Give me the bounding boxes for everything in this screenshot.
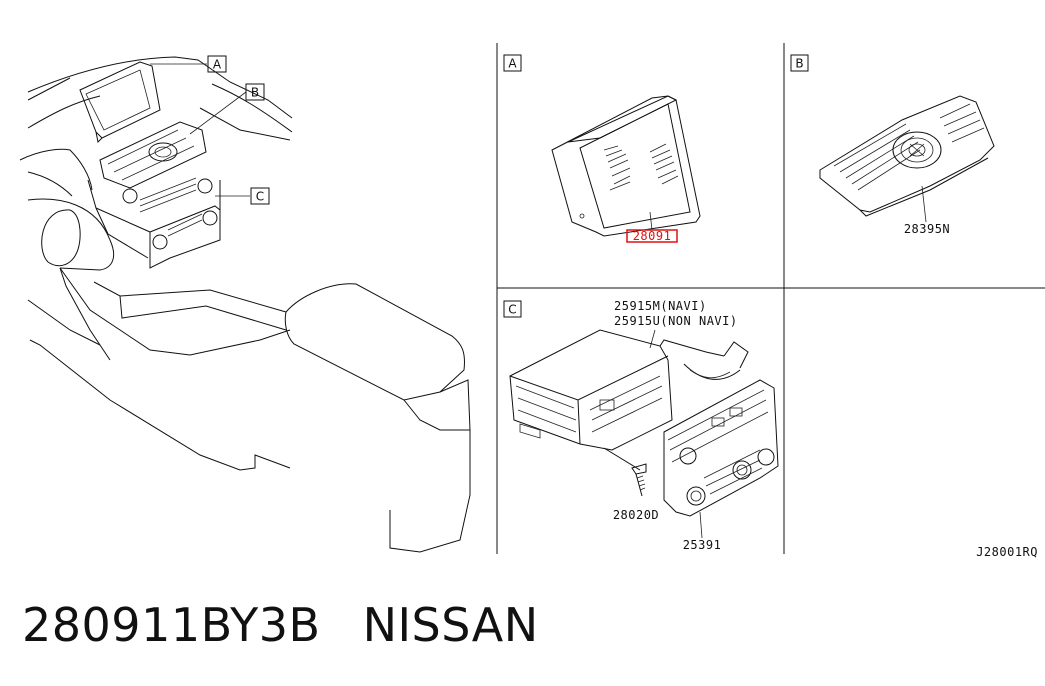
footer-brand: NISSAN <box>362 598 539 652</box>
screw <box>631 463 647 497</box>
svg-text:B: B <box>795 57 803 71</box>
panel-c: C 25915M(NAVI) 25915U(NON NAVI) 28020D <box>503 299 779 552</box>
svg-text:A: A <box>213 58 222 72</box>
control-panel <box>663 379 779 517</box>
svg-text:25915U(NON NAVI): 25915U(NON NAVI) <box>614 314 738 328</box>
panel-b: B 28395N <box>790 54 995 236</box>
svg-text:C: C <box>508 303 516 317</box>
svg-text:28395N: 28395N <box>904 222 950 236</box>
callout-c: C <box>250 187 270 205</box>
diagram-code: J28001RQ <box>976 545 1038 559</box>
head-unit <box>509 329 749 471</box>
highlighted-part-label: 28091 <box>626 229 678 243</box>
svg-text:C: C <box>256 190 264 204</box>
callout-a: A <box>207 55 227 73</box>
detail-grid <box>496 43 1045 554</box>
svg-text:25391: 25391 <box>683 538 722 552</box>
dashboard-overview <box>19 56 471 553</box>
footer-title: 280911BY3B NISSAN <box>22 598 581 652</box>
vent-bezel <box>819 95 995 217</box>
svg-text:28020D: 28020D <box>613 508 659 522</box>
svg-text:28091: 28091 <box>633 229 672 243</box>
callout-b: B <box>245 83 265 101</box>
svg-text:25915M(NAVI): 25915M(NAVI) <box>614 299 707 313</box>
footer-part-number: 280911BY3B <box>22 598 321 652</box>
display-unit <box>551 95 701 237</box>
panel-a: A 28091 <box>503 54 701 243</box>
svg-text:B: B <box>251 86 259 100</box>
svg-text:A: A <box>508 57 517 71</box>
